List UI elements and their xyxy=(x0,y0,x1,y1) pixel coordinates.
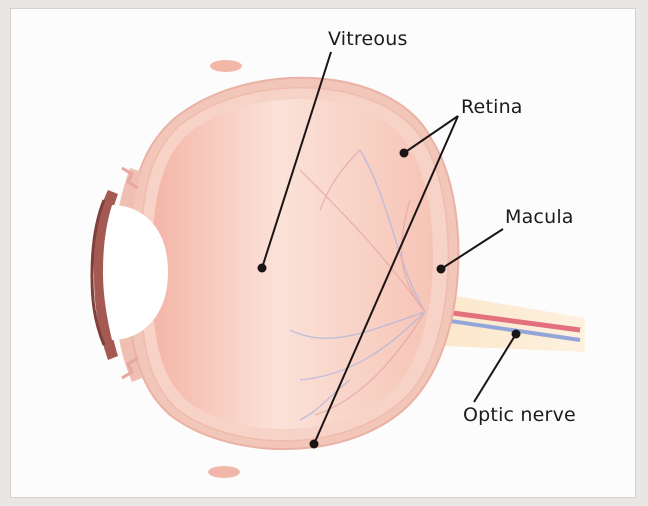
upper-muscle xyxy=(210,60,242,72)
label-vitreous: Vitreous xyxy=(328,28,408,50)
lower-muscle xyxy=(208,466,240,478)
vitreous-body xyxy=(152,99,433,429)
label-macula: Macula xyxy=(505,206,574,228)
label-optic-nerve: Optic nerve xyxy=(463,404,576,426)
label-retina: Retina xyxy=(461,96,523,118)
